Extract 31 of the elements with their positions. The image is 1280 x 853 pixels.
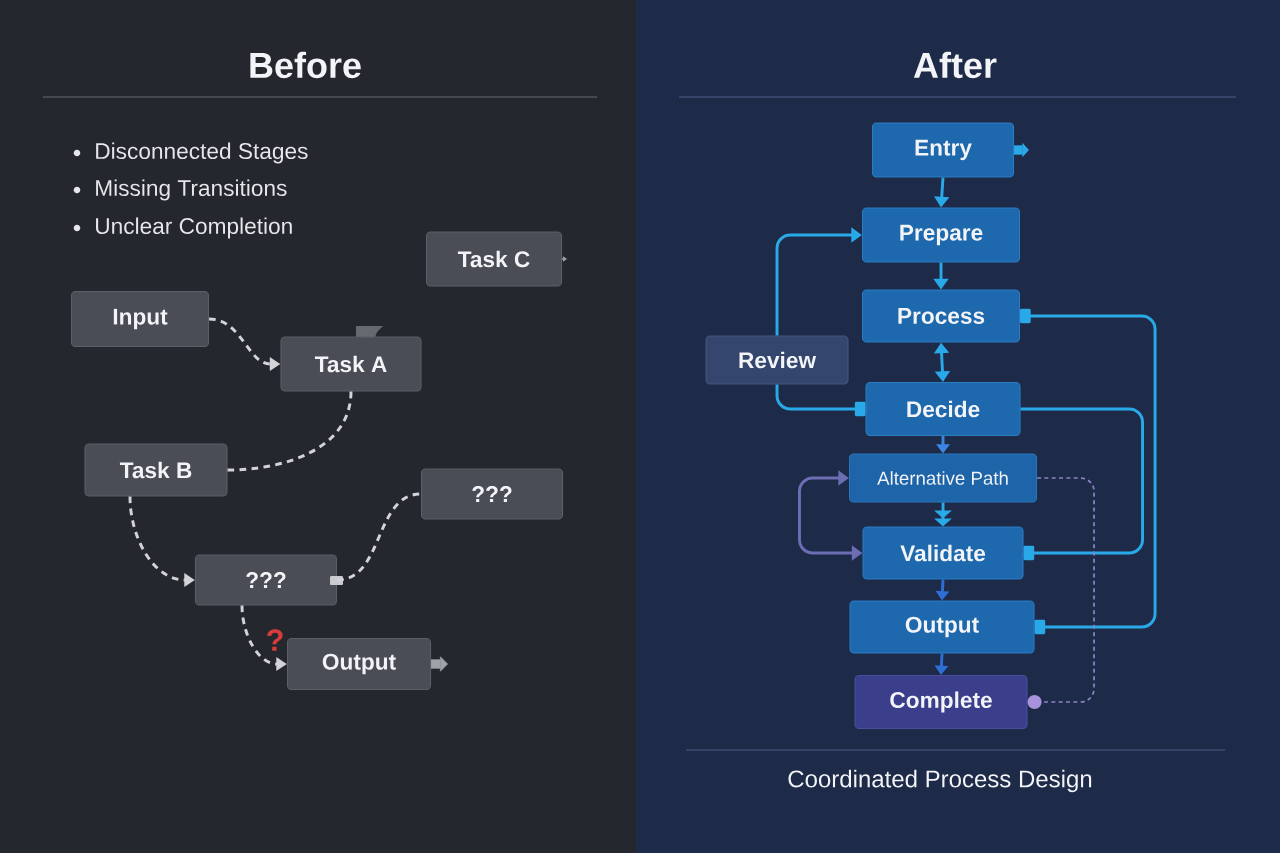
arrow	[561, 256, 567, 262]
process-box: Output	[849, 600, 1035, 654]
arrow	[431, 656, 448, 672]
process-box: Alternative Path	[848, 453, 1038, 503]
panel-heading: Before	[250, 51, 361, 79]
process-box: Review	[705, 335, 849, 385]
connector	[1020, 308, 1157, 635]
question-mark: ?	[267, 629, 283, 651]
process-box: Prepare	[861, 207, 1021, 263]
connector	[336, 492, 422, 582]
task-box: Task B	[84, 443, 228, 497]
process-box: Decide	[865, 381, 1021, 437]
arrow	[1014, 143, 1029, 157]
process-box: Validate	[862, 526, 1024, 580]
process-box: Complete	[854, 674, 1028, 730]
caption-text: Coordinated Process Design	[788, 769, 1092, 793]
connector	[1020, 407, 1144, 561]
process-box: Entry	[871, 122, 1015, 178]
bullet-text: Disconnected Stages	[96, 142, 308, 164]
task-box: ???	[420, 468, 564, 520]
bullet-text: Missing Transitions	[96, 179, 287, 201]
task-box: Task C	[425, 231, 563, 287]
task-box: Output	[286, 637, 432, 691]
task-box: Task A	[280, 336, 422, 392]
task-box: ???	[194, 554, 338, 606]
panel-heading: After	[913, 51, 997, 79]
connector	[227, 391, 353, 472]
task-box: Input	[70, 290, 210, 348]
connector	[775, 384, 866, 417]
process-box: Process	[861, 289, 1021, 343]
bullet-text: Unclear Completion	[96, 217, 292, 239]
